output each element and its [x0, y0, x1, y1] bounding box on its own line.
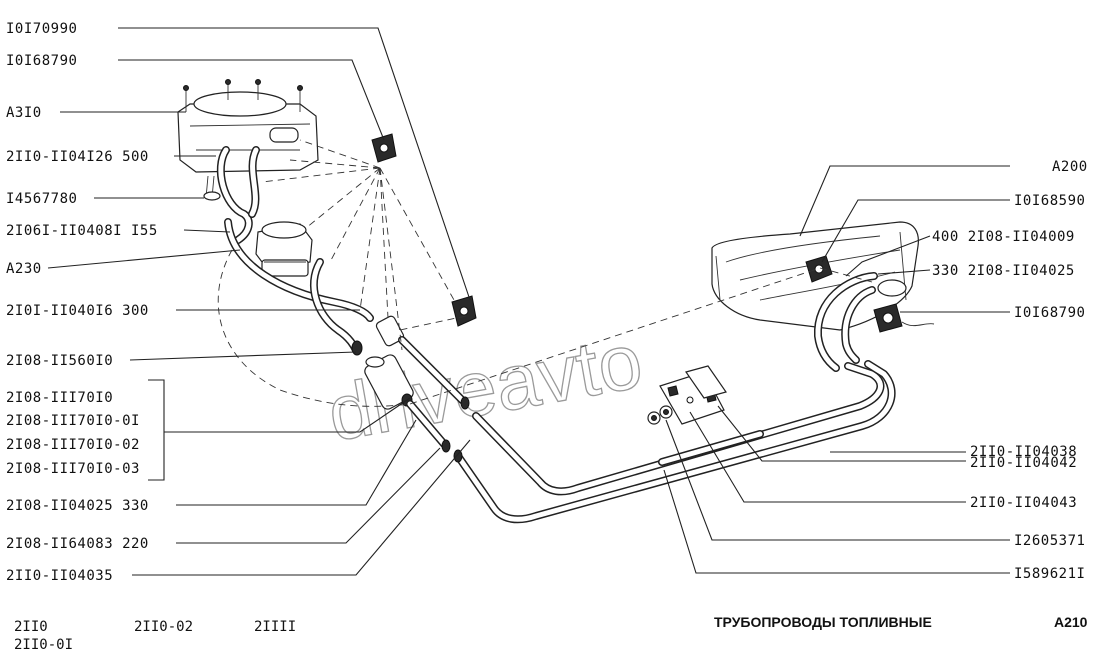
label-i0i70990: I0I70990	[6, 21, 77, 37]
clip-middle	[451, 295, 477, 327]
label-2i08-iii70i0-03: 2I08-III70I0-03	[6, 461, 140, 477]
fuel-pump	[255, 221, 313, 277]
tube-bracket	[659, 365, 727, 425]
label-i4567780: I4567780	[6, 191, 77, 207]
carburetor	[177, 79, 319, 201]
fuel-tank	[711, 221, 919, 331]
label-i2605371: I2605371	[1014, 533, 1085, 549]
label-330-2i08-ii04025: 330 2I08-II04025	[932, 263, 1075, 279]
main-fuel-tubes	[398, 336, 896, 524]
label-a200: A200	[1052, 159, 1088, 175]
label-2ii0-ii04043: 2II0-II04043	[970, 495, 1077, 511]
grommets	[647, 405, 673, 425]
left-labels: I0I70990 I0I68790 A3I0 2II0-II04I26 500 …	[6, 21, 158, 584]
carburetor-tubes	[216, 146, 374, 356]
clip-upper	[371, 133, 397, 163]
label-2i08-ii64083: 2I08-II64083 220	[6, 536, 149, 552]
model-2110-02: 2II0-02	[134, 619, 193, 635]
right-labels: A200 I0I68590 400 2I08-II04009 330 2I08-…	[932, 159, 1088, 582]
label-i0i68590: I0I68590	[1014, 193, 1085, 209]
label-400-2i08-ii04009: 400 2I08-II04009	[932, 229, 1075, 245]
tank-sender	[873, 279, 935, 333]
label-i0i68790-right: I0I68790	[1014, 305, 1085, 321]
tank-clip	[805, 255, 833, 283]
page-code: A210	[1054, 614, 1088, 630]
watermark: driveavto	[322, 316, 649, 458]
label-2ii0-ii04i26: 2II0-II04I26 500	[6, 149, 149, 165]
label-2i06i-ii0408i: 2I06I-II0408I I55	[6, 223, 158, 239]
label-2i08-ii04025: 2I08-II04025 330	[6, 498, 149, 514]
model-2110-01: 2II0-0I	[14, 637, 73, 653]
label-a310: A3I0	[6, 105, 42, 121]
model-2111: 2IIII	[254, 619, 296, 635]
label-2i08-iii70i0: 2I08-III70I0	[6, 390, 113, 406]
tank-hoses	[813, 272, 878, 372]
dashed-connectors	[217, 139, 873, 407]
label-2ii0-ii04042: 2II0-II04042	[970, 455, 1077, 471]
leader-lines	[47, 27, 1010, 576]
page-title: ТРУБОПРОВОДЫ ТОПЛИВНЫЕ	[714, 614, 932, 630]
label-i589621i: I589621I	[1014, 566, 1085, 582]
model-2110: 2II0	[14, 619, 48, 635]
footer: 2II0 2II0-0I 2II0-02 2IIII ТРУБОПРОВОДЫ …	[14, 614, 1088, 653]
label-2i0i-ii040i6: 2I0I-II040I6 300	[6, 303, 149, 319]
label-i0i68790: I0I68790	[6, 53, 77, 69]
label-2ii0-ii04035: 2II0-II04035	[6, 568, 113, 584]
label-2ii0-ii04038: 2II0-II04038	[970, 444, 1077, 460]
label-a230: A230	[6, 261, 42, 277]
label-2i08-ii560i0: 2I08-II560I0	[6, 353, 113, 369]
label-2i08-iii70i0-0i: 2I08-III70I0-0I	[6, 413, 140, 429]
label-2i08-iii70i0-02: 2I08-III70I0-02	[6, 437, 140, 453]
